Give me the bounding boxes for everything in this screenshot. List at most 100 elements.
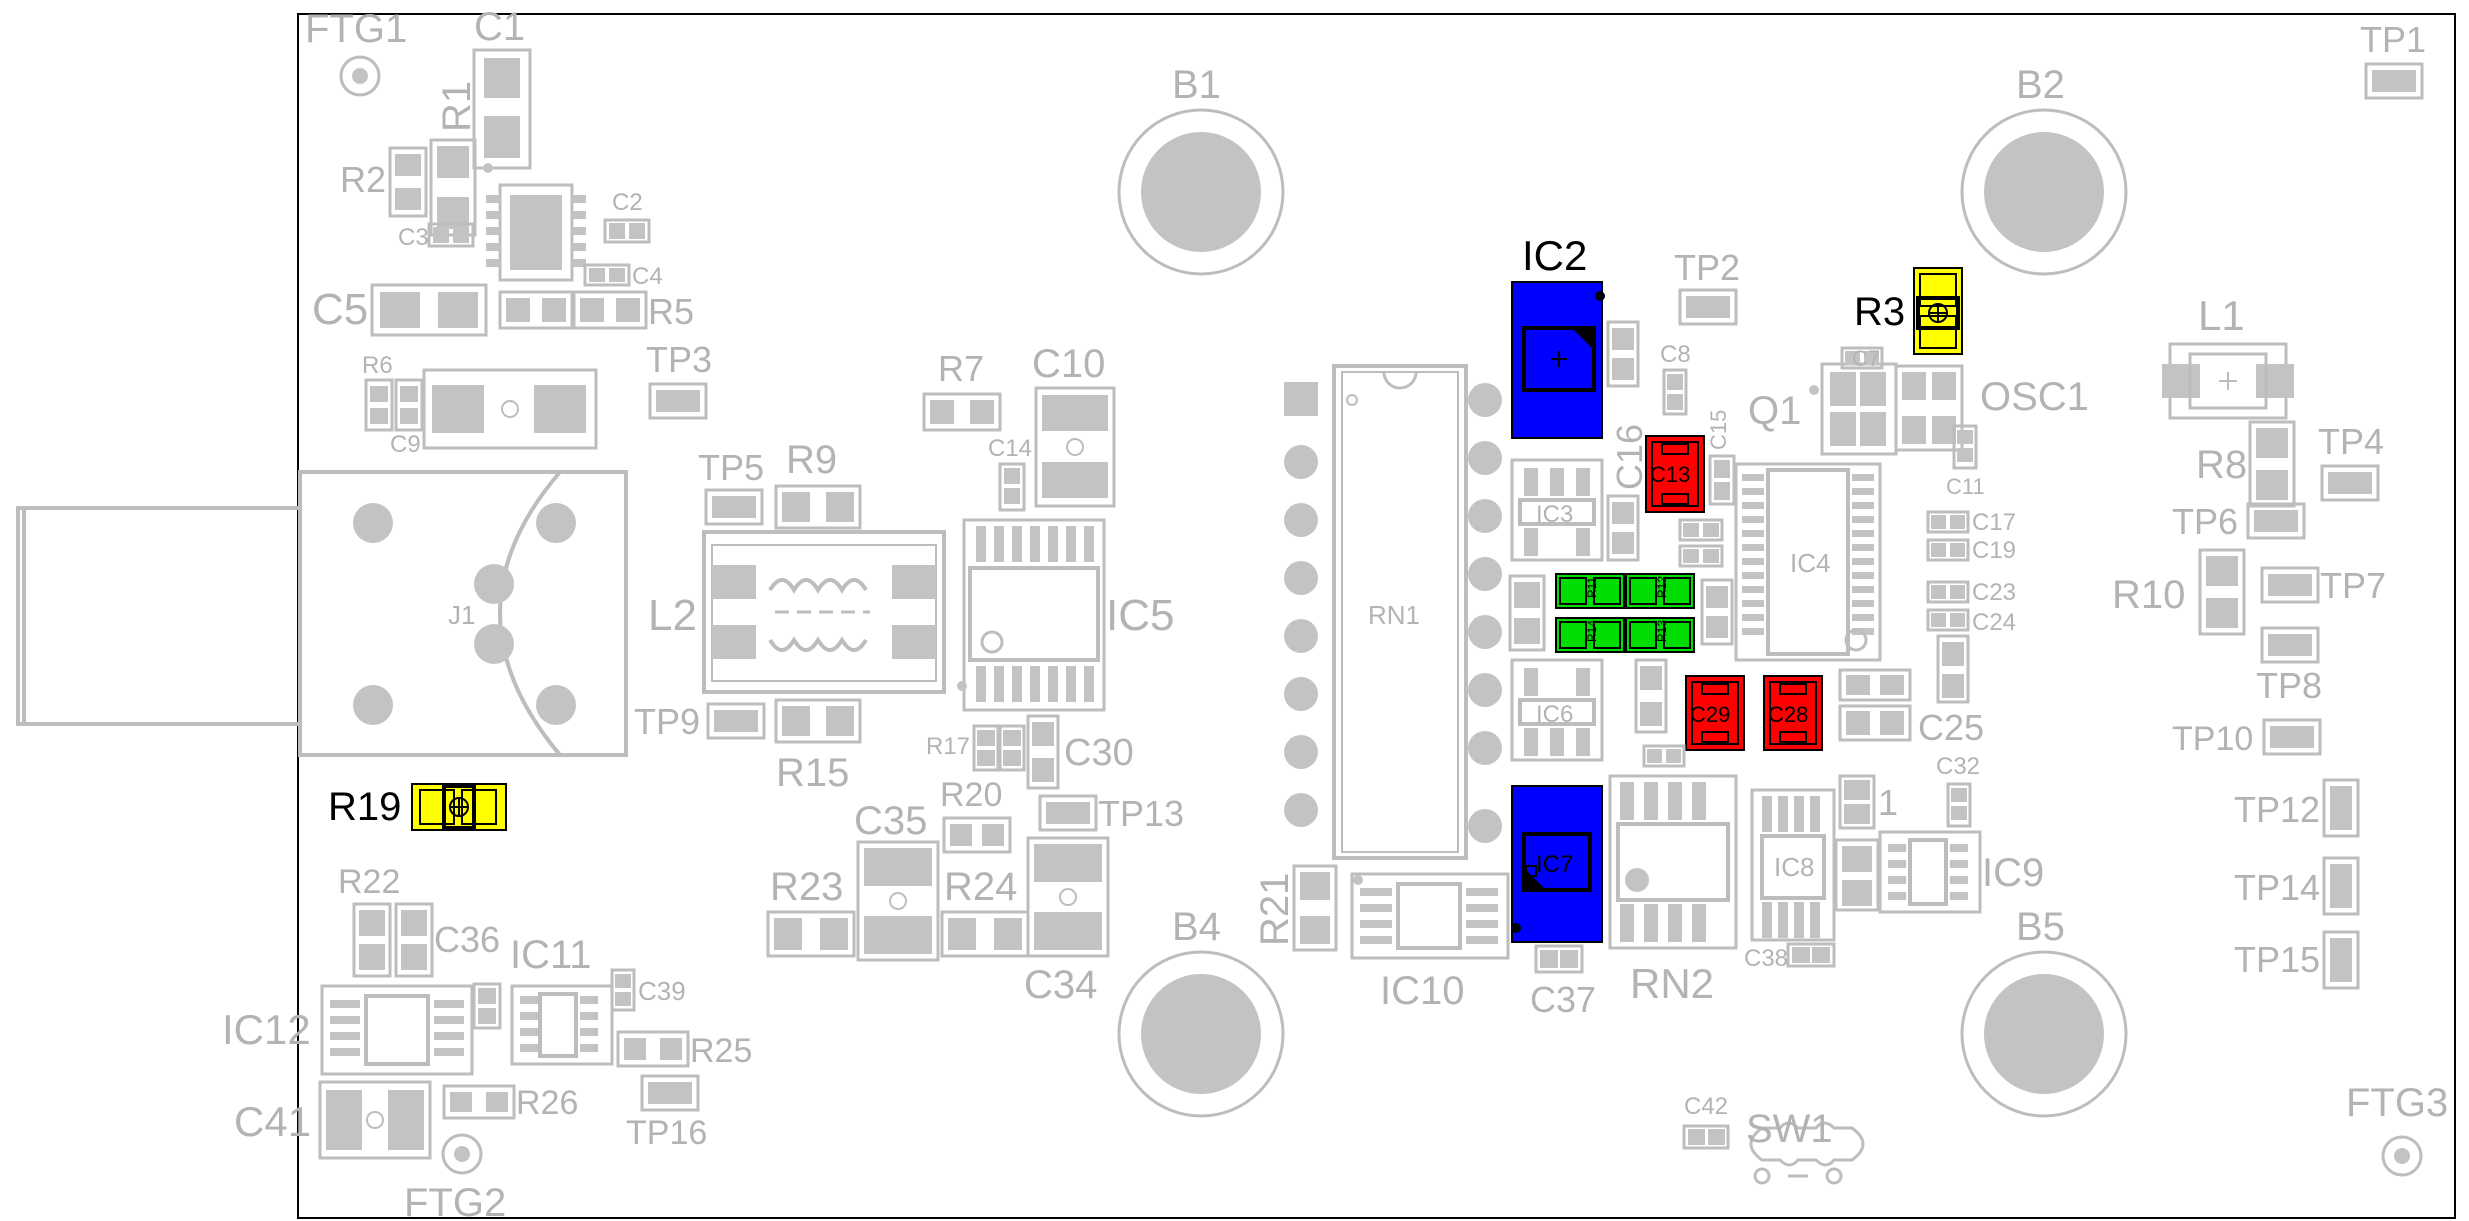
component-osc1[interactable] [1894, 364, 1964, 452]
component-c1[interactable] [472, 48, 532, 170]
component-c27[interactable] [1634, 658, 1668, 734]
component-r22[interactable] [352, 902, 392, 978]
component-c13[interactable] [1645, 435, 1705, 513]
component-c20[interactable] [1678, 518, 1724, 542]
component-tp6[interactable] [2246, 502, 2306, 540]
component-c40[interactable] [472, 982, 502, 1030]
component-r3[interactable] [1913, 267, 1963, 355]
component-ftg2[interactable] [441, 1133, 483, 1175]
component-c25b[interactable] [1838, 668, 1912, 702]
component-rn1[interactable] [1284, 364, 1502, 860]
component-c41[interactable] [318, 1080, 432, 1160]
component-b2[interactable] [1960, 108, 2128, 276]
component-ic4[interactable] [1734, 462, 1882, 662]
component-c11[interactable] [1952, 424, 1978, 470]
component-c12[interactable] [1606, 320, 1640, 388]
component-ftg1[interactable] [339, 55, 381, 97]
component-c26[interactable] [1700, 578, 1734, 646]
component-r2[interactable] [388, 146, 428, 218]
component-r8[interactable] [2248, 420, 2296, 508]
component-r4[interactable] [498, 290, 574, 330]
component-tp13[interactable] [1038, 794, 1098, 832]
component-c32[interactable] [1946, 782, 1972, 828]
component-tp9[interactable] [706, 702, 766, 740]
component-q1[interactable] [1809, 362, 1898, 456]
component-c10[interactable] [1034, 386, 1116, 508]
component-r15[interactable] [774, 698, 862, 744]
component-c2[interactable] [603, 218, 651, 244]
component-c24[interactable] [1926, 608, 1970, 632]
component-c18[interactable] [1606, 494, 1640, 562]
component-c23[interactable] [1926, 580, 1970, 604]
component-c5[interactable] [370, 283, 488, 337]
component-sw1[interactable] [1749, 1121, 1865, 1185]
component-tp10[interactable] [2262, 718, 2322, 756]
component-c42[interactable] [1682, 1124, 1730, 1150]
component-ic3[interactable] [1510, 458, 1604, 562]
component-c25[interactable] [1838, 704, 1912, 742]
component-r19[interactable] [411, 783, 507, 831]
component-r5[interactable] [572, 290, 648, 330]
component-r12[interactable] [1625, 573, 1695, 609]
component-tp16[interactable] [640, 1074, 700, 1112]
component-ftg3[interactable] [2381, 1135, 2423, 1177]
component-c36[interactable] [394, 902, 434, 978]
component-r24[interactable] [940, 910, 1030, 958]
component-c35[interactable] [856, 840, 940, 962]
component-r13[interactable] [1625, 617, 1695, 653]
component-r17[interactable] [972, 724, 1000, 772]
component-r14[interactable] [1555, 617, 1625, 653]
component-c14[interactable] [998, 462, 1026, 512]
component-r9[interactable] [774, 484, 862, 530]
component-ic6[interactable] [1510, 658, 1604, 762]
component-c34[interactable] [1026, 836, 1110, 958]
component-r10[interactable] [2198, 548, 2246, 636]
component-c22[interactable] [1508, 574, 1546, 652]
component-r7[interactable] [922, 392, 1002, 432]
component-r1[interactable] [429, 138, 477, 237]
component-c29[interactable] [1685, 675, 1745, 751]
component-ic8[interactable] [1750, 788, 1836, 942]
component-b1[interactable] [1117, 108, 1285, 276]
component-r6[interactable] [364, 378, 394, 432]
component-c25a[interactable] [1936, 634, 1970, 704]
component-tp14[interactable] [2322, 856, 2360, 916]
component-tp15[interactable] [2322, 930, 2360, 990]
component-tp8[interactable] [2260, 626, 2320, 664]
component-j1[interactable] [16, 470, 628, 757]
component-ic1[interactable] [483, 163, 586, 282]
component-c17[interactable] [1926, 510, 1970, 534]
component-r25[interactable] [616, 1030, 690, 1068]
component-c4[interactable] [583, 263, 631, 287]
component-c3[interactable] [427, 222, 475, 248]
component-r23[interactable] [766, 910, 856, 958]
component-c39[interactable] [610, 968, 636, 1012]
component-ic9[interactable] [1878, 830, 1982, 914]
component-rn2[interactable] [1608, 774, 1738, 950]
component-b4[interactable] [1117, 950, 1285, 1118]
component-tp1[interactable] [2364, 62, 2424, 100]
component-ic7[interactable] [1511, 785, 1603, 943]
component-c37[interactable] [1534, 944, 1584, 974]
component-l1[interactable] [2162, 342, 2294, 420]
component-c30[interactable] [1026, 714, 1060, 790]
component-r21[interactable] [1292, 864, 1338, 952]
component-c21[interactable] [1678, 544, 1724, 568]
component-c19[interactable] [1926, 538, 1970, 562]
component-b5[interactable] [1960, 950, 2128, 1118]
component-c7[interactable] [1840, 346, 1884, 370]
component-ic10[interactable] [1350, 872, 1510, 960]
component-tp4[interactable] [2320, 464, 2380, 502]
component-ic12[interactable] [320, 984, 474, 1076]
component-c38[interactable] [1786, 942, 1836, 968]
component-ic5[interactable] [957, 518, 1106, 712]
component-l2[interactable] [702, 530, 946, 694]
component-tp12[interactable] [2322, 778, 2360, 838]
component-c31[interactable] [1642, 744, 1686, 768]
component-c9[interactable] [394, 378, 424, 432]
component-c40b[interactable] [1834, 838, 1880, 912]
component-c33[interactable] [1838, 774, 1876, 830]
component-c28[interactable] [1763, 675, 1823, 751]
component-r20[interactable] [942, 816, 1012, 854]
component-r18[interactable] [998, 724, 1026, 772]
